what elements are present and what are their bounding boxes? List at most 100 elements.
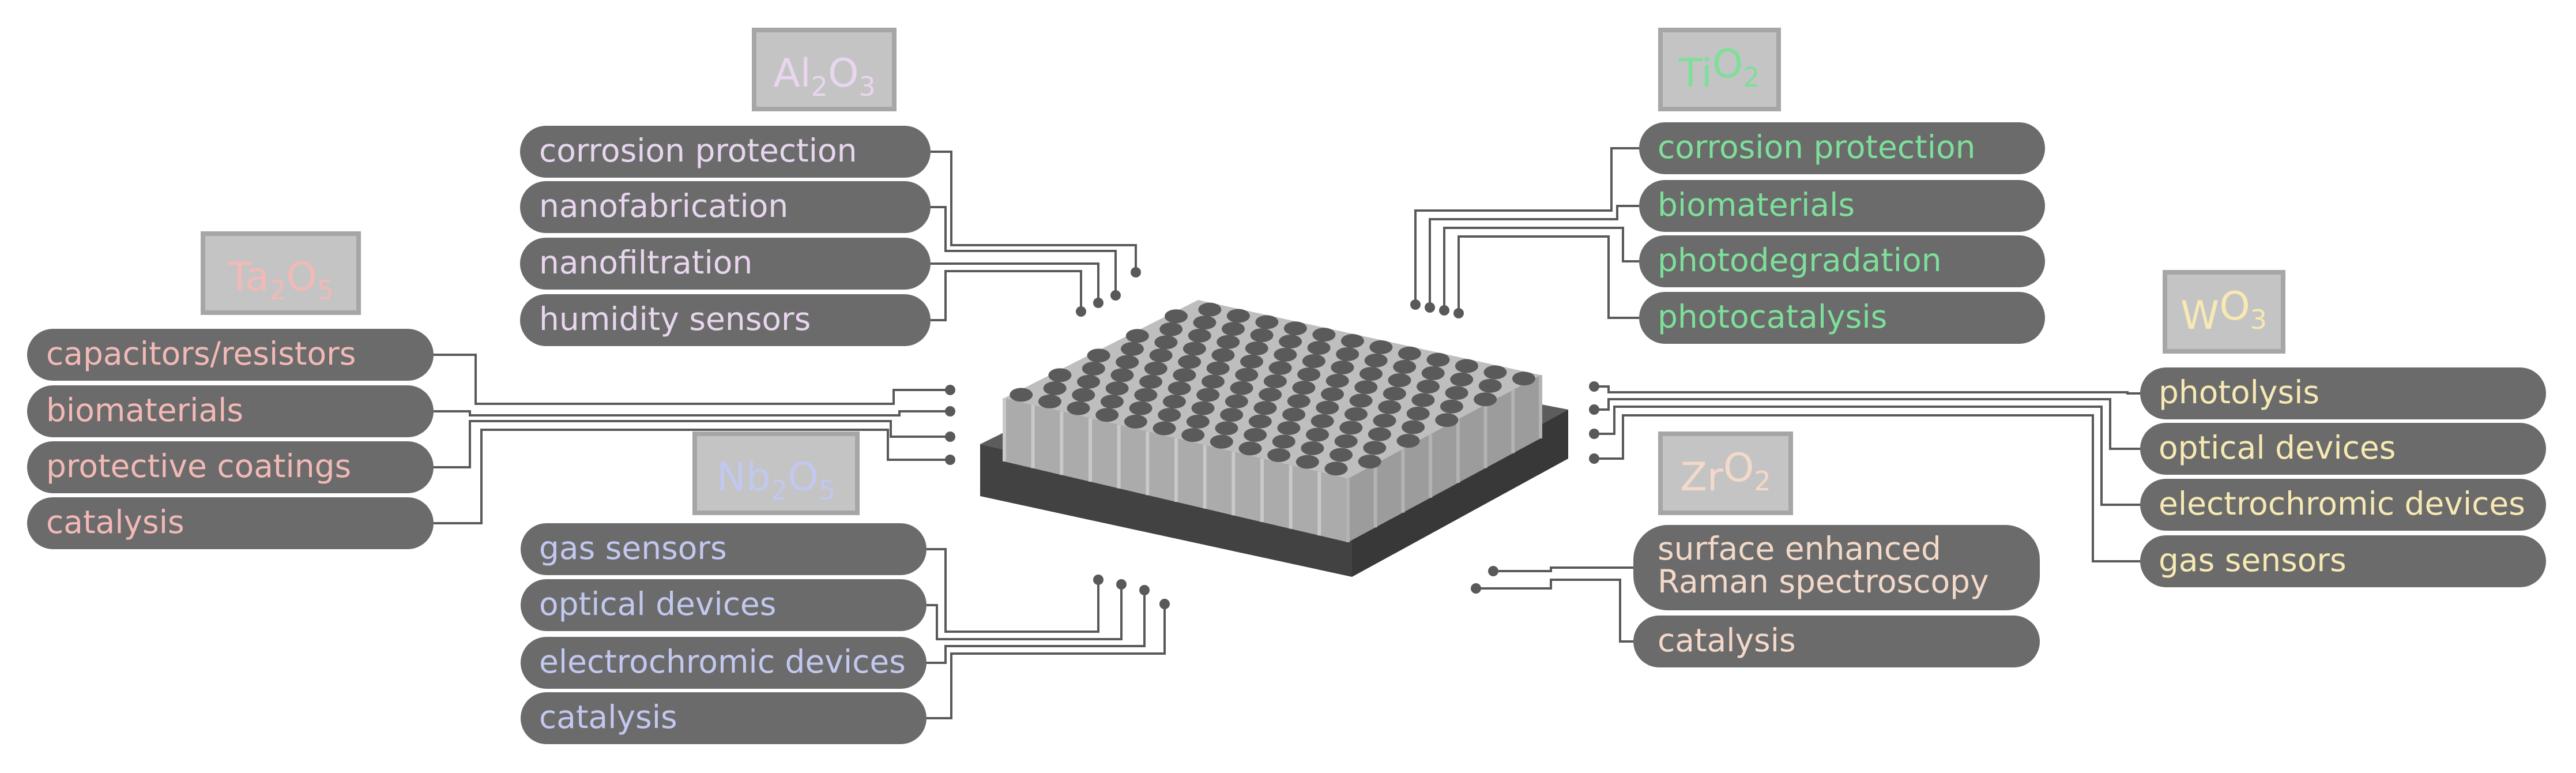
connector-dot	[1076, 306, 1086, 317]
wo3-title-box	[2163, 270, 2285, 354]
ta2o5-item-pill	[27, 329, 434, 381]
connector-dot	[1410, 299, 1421, 310]
nb2o5-item-label: gas sensors	[539, 530, 727, 566]
zro2-item-label: Raman spectroscopy	[1658, 563, 1989, 600]
connector-dot	[945, 385, 955, 395]
ta2o5-item-label: protective coatings	[46, 448, 351, 485]
connector-line	[1414, 147, 1639, 305]
tio2-item-pill	[1639, 180, 2045, 232]
al2o3-item-pill	[520, 294, 931, 346]
connector-dot	[1116, 579, 1127, 590]
al2o3-group: Al2O3 corrosion protection nanofabricati…	[520, 28, 931, 346]
connector-dot	[1488, 566, 1498, 576]
connector-line	[1594, 385, 2140, 395]
connector-dot	[1093, 298, 1104, 308]
nb2o5-title-box	[692, 431, 860, 515]
connector-line	[931, 206, 1117, 295]
wo3-item-pill	[2140, 367, 2546, 419]
nb2o5-item-pill	[521, 579, 927, 631]
connector-dot	[1589, 381, 1599, 392]
wo3-item-pill	[2140, 423, 2546, 475]
ta2o5-item-label: catalysis	[46, 504, 184, 541]
zro2-item-pill	[1633, 525, 2040, 610]
connector-dot	[945, 406, 955, 416]
connector-dot	[1425, 302, 1435, 313]
connector-line	[1594, 414, 2140, 562]
connector-line	[931, 270, 1082, 321]
nanoporous-oxide-array-icon	[980, 300, 1568, 577]
connector-line	[1594, 406, 2140, 506]
ta2o5-title: Ta2O5	[227, 254, 334, 306]
wo3-item-label: optical devices	[2159, 429, 2396, 466]
tio2-item-label: photodegradation	[1658, 242, 1942, 279]
ta2o5-item-pill	[27, 497, 434, 549]
nb2o5-group: Nb2O5 gas sensors optical devices electr…	[521, 431, 927, 744]
ta2o5-title-box	[201, 231, 361, 315]
al2o3-title-box	[752, 28, 897, 111]
tio2-item-pill	[1639, 122, 2045, 174]
connector-dot	[1439, 305, 1449, 316]
connector-dot	[1471, 583, 1481, 594]
tio2-group: TiO2 corrosion protection biomaterials p…	[1639, 28, 2045, 344]
connector-dot	[1589, 404, 1599, 415]
connector-line	[1458, 235, 1639, 319]
wo3-item-label: photolysis	[2159, 374, 2319, 411]
connector-lines	[434, 147, 2140, 719]
tio2-item-label: corrosion protection	[1658, 129, 1975, 166]
connector-dot	[1131, 267, 1141, 277]
tio2-title-box	[1658, 28, 1781, 111]
connector-dot	[1453, 308, 1464, 318]
al2o3-item-pill	[520, 238, 931, 290]
connector-line	[1476, 579, 1633, 643]
wo3-group: WO3 photolysis optical devices electroch…	[2140, 270, 2546, 587]
connector-line	[434, 410, 950, 416]
tio2-item-pill	[1639, 292, 2045, 344]
nb2o5-item-pill	[521, 523, 927, 575]
al2o3-title: Al2O3	[773, 51, 876, 102]
wo3-item-label: gas sensors	[2159, 542, 2347, 579]
wo3-title: WO3	[2180, 284, 2267, 339]
al2o3-item-label: corrosion protection	[539, 132, 857, 169]
connector-dot	[1159, 599, 1170, 609]
ta2o5-item-label: biomaterials	[46, 392, 243, 429]
connector-line	[931, 262, 1099, 303]
ta2o5-group: Ta2O5 capacitors/resistors biomaterials …	[27, 231, 434, 549]
al2o3-item-pill	[520, 181, 931, 233]
wo3-item-pill	[2140, 535, 2546, 587]
connector-dot	[1589, 453, 1599, 464]
al2o3-item-label: nanofabrication	[539, 187, 788, 224]
connector-line	[434, 420, 950, 468]
tio2-item-label: photocatalysis	[1658, 298, 1887, 335]
nb2o5-item-pill	[521, 637, 927, 689]
connector-dot	[945, 455, 955, 465]
connector-line	[434, 429, 950, 524]
tio2-title: TiO2	[1678, 42, 1760, 96]
al2o3-item-label: humidity sensors	[539, 301, 811, 337]
ta2o5-item-pill	[27, 385, 434, 437]
connector-dot	[1589, 429, 1599, 439]
connector-line	[931, 151, 1137, 272]
zro2-title-box	[1658, 431, 1793, 515]
ta2o5-item-pill	[27, 441, 434, 493]
zro2-item-label: surface enhanced	[1658, 530, 1941, 567]
tio2-item-pill	[1639, 235, 2045, 287]
zro2-group: ZrO2 surface enhanced Raman spectroscopy…	[1633, 431, 2040, 667]
al2o3-item-label: nanofiltration	[539, 244, 752, 281]
connector-dot	[1110, 290, 1121, 301]
connector-line	[927, 590, 1146, 664]
zro2-item-label: catalysis	[1658, 622, 1796, 659]
connector-dot	[1139, 585, 1150, 595]
connector-dot	[945, 431, 955, 442]
nb2o5-item-label: electrochromic devices	[539, 643, 906, 680]
nb2o5-title: Nb2O5	[717, 455, 835, 506]
connector-line	[1443, 227, 1639, 310]
wo3-item-pill	[2140, 479, 2546, 531]
connector-dots	[945, 267, 1599, 609]
connector-line	[1493, 566, 1633, 572]
wo3-item-label: electrochromic devices	[2159, 485, 2525, 522]
nb2o5-item-label: catalysis	[539, 699, 677, 736]
connector-dot	[1093, 575, 1104, 585]
tio2-item-label: biomaterials	[1658, 186, 1855, 223]
nb2o5-item-label: optical devices	[539, 586, 776, 622]
